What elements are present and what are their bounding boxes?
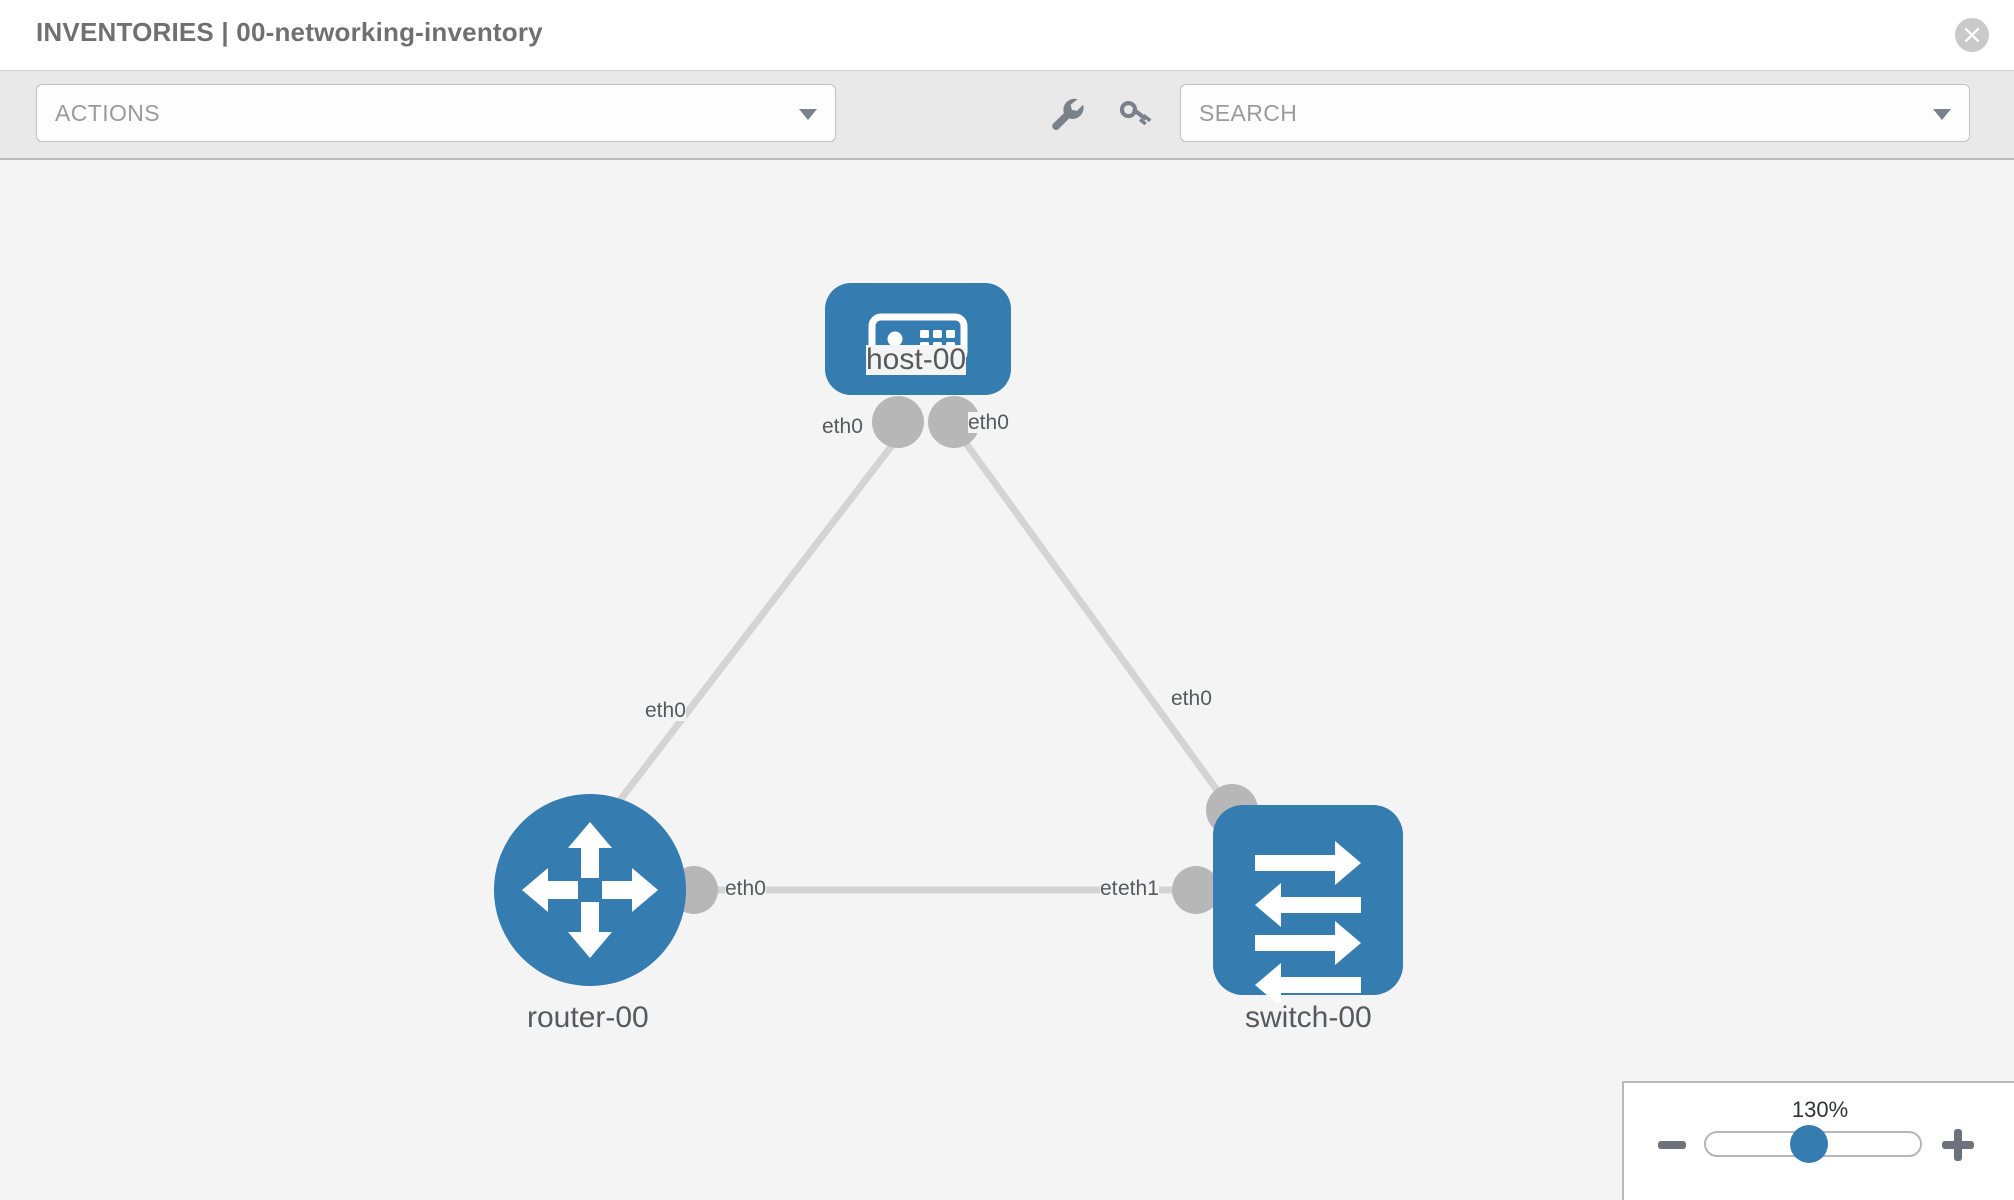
zoom-in-button[interactable] (1942, 1129, 1974, 1161)
wrench-icon (1052, 98, 1084, 131)
toolbar: ACTIONS SEARCH (0, 70, 2014, 160)
iface-label-switch-eth0-host: eth0 (1171, 687, 1212, 710)
zoom-level-value: 130% (1791, 1097, 1849, 1122)
iface-label-router-eth0-host: eth0 (645, 699, 686, 722)
node-label-host-00: host-00 (866, 343, 967, 376)
page-title: INVENTORIES | 00-networking-inventory (36, 17, 543, 47)
search-input[interactable]: SEARCH (1180, 84, 1970, 142)
chevron-down-icon (1933, 109, 1951, 120)
iface-label-host-eth0-right: eth0 (968, 411, 1009, 434)
node-label-router-00: router-00 (527, 1001, 649, 1034)
topology-canvas[interactable]: host-00 router-00 switch-00 eth0 eth0 et… (0, 160, 2014, 1200)
iface-label-router-eth0-switch: eth0 (725, 877, 766, 900)
switch-icon (1255, 841, 1361, 1007)
actions-dropdown-label: ACTIONS (55, 100, 161, 126)
zoom-out-button[interactable] (1658, 1141, 1686, 1149)
node-router-00[interactable] (494, 794, 686, 986)
iface-label-switch-eth1: eth1 (1118, 877, 1159, 900)
search-placeholder: SEARCH (1199, 100, 1298, 126)
actions-dropdown[interactable]: ACTIONS (36, 84, 836, 142)
iface-label-host-eth0-left: eth0 (822, 415, 863, 438)
topology-graph (494, 283, 1403, 1007)
key-icon (1119, 101, 1152, 126)
node-host-00[interactable] (825, 283, 1011, 395)
close-icon (1964, 27, 1980, 43)
chevron-down-icon (799, 109, 817, 120)
page-header: INVENTORIES | 00-networking-inventory (0, 0, 2014, 70)
key-button[interactable] (1114, 93, 1156, 135)
close-button[interactable] (1955, 18, 1989, 52)
node-switch-00[interactable] (1213, 805, 1403, 1007)
zoom-slider-handle[interactable] (1790, 1125, 1828, 1163)
zoom-control-panel: 130% (1622, 1081, 2014, 1200)
link-router-host[interactable] (617, 432, 903, 803)
link-host-switch[interactable] (957, 432, 1238, 818)
node-label-switch-00: switch-00 (1245, 1001, 1372, 1034)
connector-stubs (670, 396, 1258, 914)
router-icon (522, 822, 658, 958)
wrench-button[interactable] (1046, 93, 1088, 135)
